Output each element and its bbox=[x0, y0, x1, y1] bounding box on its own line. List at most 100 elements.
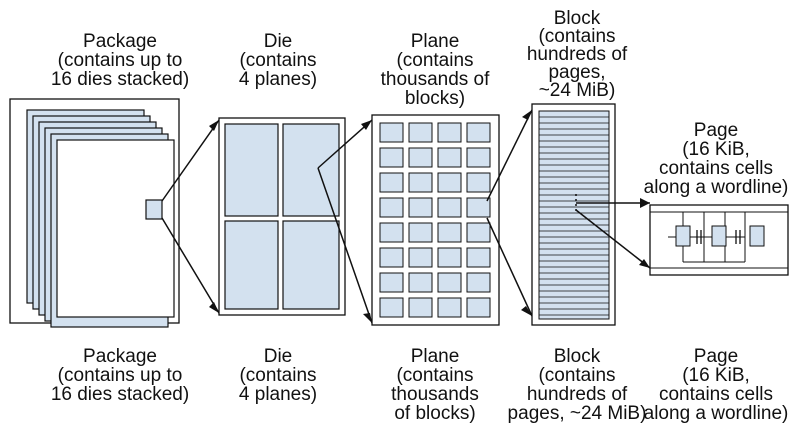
plane-label-top: Plane (contains thousands of blocks) bbox=[381, 32, 490, 108]
label-line: pages, bbox=[548, 62, 606, 83]
block-tile bbox=[437, 272, 462, 293]
plane-outline bbox=[371, 114, 500, 326]
label-line: along a wordline) bbox=[643, 177, 789, 198]
label-line: blocks) bbox=[404, 88, 466, 109]
plane-group bbox=[371, 114, 500, 326]
block-label-bottom: Block (contains hundreds of pages, ~24 M… bbox=[508, 347, 647, 423]
zoom-line-package-die-bottom bbox=[161, 217, 220, 314]
block-tile bbox=[408, 272, 433, 293]
label-line: ~24 MiB) bbox=[538, 80, 616, 101]
block-tile bbox=[466, 147, 491, 168]
block-tile bbox=[466, 272, 491, 293]
block-grid bbox=[379, 122, 491, 318]
label-line: (contains bbox=[239, 365, 317, 386]
label-line: Die bbox=[263, 346, 293, 367]
label-line: Package bbox=[83, 31, 157, 52]
block-tile bbox=[466, 297, 491, 318]
label-line: thousands bbox=[391, 384, 479, 405]
block-tile bbox=[466, 172, 491, 193]
arrowhead bbox=[522, 110, 532, 120]
block-tile bbox=[437, 297, 462, 318]
zoom-line-die-plane-top bbox=[317, 119, 373, 169]
block-tile bbox=[437, 122, 462, 143]
label-line: (16 KiB, bbox=[682, 139, 750, 160]
package-group bbox=[9, 98, 180, 328]
label-line: (contains bbox=[396, 365, 474, 386]
block-tile bbox=[379, 122, 404, 143]
block-tile bbox=[408, 222, 433, 243]
block-tile bbox=[379, 147, 404, 168]
label-line: Page bbox=[693, 120, 739, 141]
page-label-top: Page (16 KiB, contains cells along a wor… bbox=[644, 121, 789, 197]
label-line: hundreds of bbox=[526, 44, 628, 65]
label-line: 16 dies stacked) bbox=[50, 69, 190, 90]
label-line: thousands of bbox=[380, 69, 490, 90]
zoom-line-die-plane-bottom bbox=[317, 167, 373, 324]
label-line: of blocks) bbox=[394, 403, 476, 424]
zoom-line-plane-block-top bbox=[486, 109, 533, 202]
label-line: contains cells bbox=[658, 158, 774, 179]
block-tile bbox=[408, 247, 433, 268]
arrowhead bbox=[361, 120, 372, 130]
block-tile bbox=[437, 172, 462, 193]
label-line: Plane bbox=[410, 31, 460, 52]
block-tile bbox=[437, 147, 462, 168]
label-line: hundreds of bbox=[526, 384, 628, 405]
memory-cell bbox=[749, 225, 765, 247]
block-tile bbox=[379, 272, 404, 293]
arrowhead bbox=[363, 313, 372, 323]
package-label-bottom: Package (contains up to 16 dies stacked) bbox=[51, 347, 189, 404]
label-line: (contains bbox=[396, 50, 474, 71]
block-tile bbox=[466, 197, 491, 218]
label-line: (16 KiB, bbox=[682, 365, 750, 386]
block-tile bbox=[466, 247, 491, 268]
arrowhead bbox=[640, 198, 650, 208]
arrowhead bbox=[639, 259, 650, 268]
arrowhead bbox=[209, 302, 219, 313]
zoom-line-plane-block-bottom bbox=[486, 217, 533, 317]
label-line: Page bbox=[693, 346, 739, 367]
label-line: Die bbox=[263, 31, 293, 52]
block-tile bbox=[408, 172, 433, 193]
page-rows bbox=[539, 116, 609, 316]
label-line: (contains bbox=[538, 26, 616, 47]
block-tile bbox=[437, 197, 462, 218]
arrowhead bbox=[209, 120, 219, 131]
block-tile bbox=[379, 247, 404, 268]
block-tile bbox=[379, 197, 404, 218]
page-label-bottom: Page (16 KiB, contains cells along a wor… bbox=[644, 347, 789, 423]
block-tile bbox=[408, 122, 433, 143]
block-tile bbox=[437, 222, 462, 243]
block-tile bbox=[379, 297, 404, 318]
plane-tile bbox=[224, 123, 279, 217]
block-tile bbox=[437, 247, 462, 268]
plane-label-bottom: Plane (contains thousands of blocks) bbox=[391, 347, 479, 423]
label-line: along a wordline) bbox=[643, 403, 789, 424]
package-label-top: Package (contains up to 16 dies stacked) bbox=[51, 32, 189, 89]
label-line: pages, ~24 MiB) bbox=[507, 403, 647, 424]
die-label-bottom: Die (contains 4 planes) bbox=[239, 347, 317, 404]
plane-tile bbox=[282, 220, 340, 310]
die-label-top: Die (contains 4 planes) bbox=[239, 32, 317, 89]
plane-tile bbox=[224, 220, 279, 310]
label-line: (contains bbox=[538, 365, 616, 386]
label-line: (contains up to bbox=[57, 365, 183, 386]
label-line: Plane bbox=[410, 346, 460, 367]
block-tile bbox=[379, 222, 404, 243]
block-group bbox=[531, 103, 616, 326]
block-tile bbox=[408, 197, 433, 218]
label-line: 4 planes) bbox=[238, 69, 318, 90]
label-line: contains cells bbox=[658, 384, 774, 405]
block-tile bbox=[408, 297, 433, 318]
die-front bbox=[56, 139, 175, 318]
die-highlight bbox=[145, 199, 163, 220]
block-fill bbox=[538, 110, 610, 320]
block-tile bbox=[379, 172, 404, 193]
label-line: (contains up to bbox=[57, 50, 183, 71]
block-tile bbox=[466, 122, 491, 143]
block-label-top: Block (contains hundreds of pages, ~24 M… bbox=[526, 9, 628, 101]
zoom-line-package-die-top bbox=[161, 119, 220, 202]
plane-tile bbox=[282, 123, 340, 217]
zoom-line-block-page-bottom bbox=[575, 209, 651, 269]
